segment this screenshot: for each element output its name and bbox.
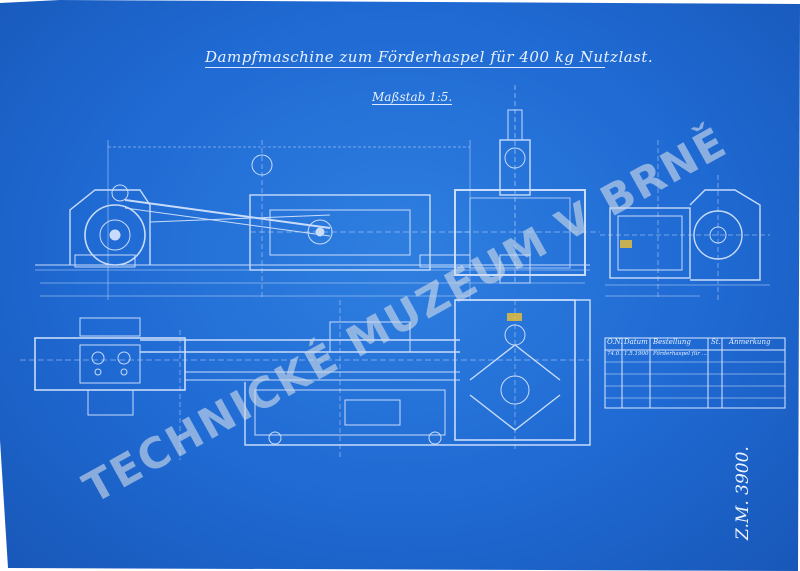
table-header-anmerkung: Anmerkung xyxy=(729,338,771,346)
table-header-datum: Datum xyxy=(624,338,648,346)
drawing-scale: Maßstab 1:5. xyxy=(372,90,453,105)
table-cell-datum: 1.5.1900 xyxy=(624,351,649,357)
table-header-on: O.N. xyxy=(607,338,623,346)
table-cell-bestellung: Förderhaspel für ... xyxy=(653,351,707,357)
table-header-bestellung: Bestellung xyxy=(653,338,691,346)
catalog-number: Z.M. 3900. xyxy=(733,446,753,540)
table-header-st: St. xyxy=(711,338,721,346)
drawing-title: Dampfmaschine zum Förderhaspel für 400 k… xyxy=(205,48,654,68)
table-cell-on: 74.0. xyxy=(607,351,621,357)
